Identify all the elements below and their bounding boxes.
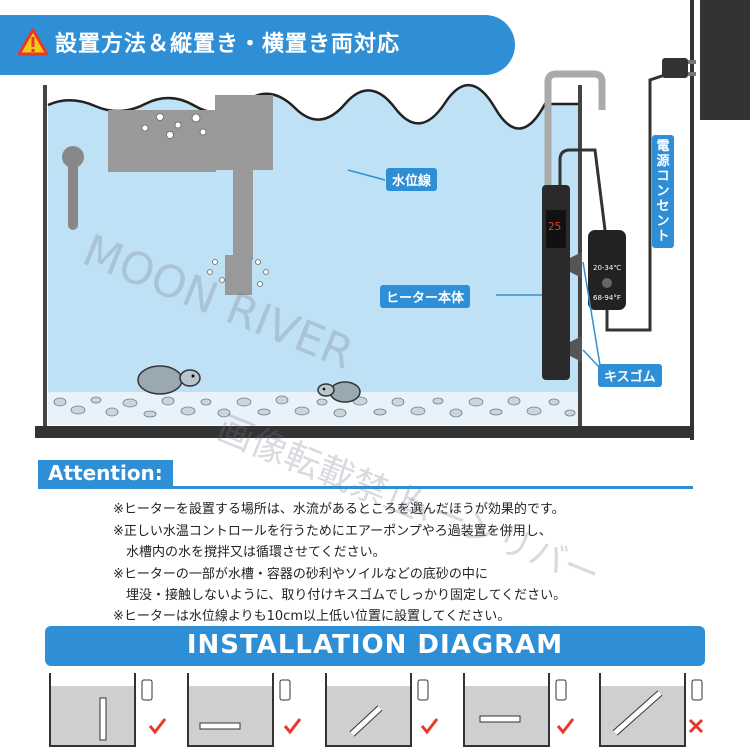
aquarium-diagram: 25 20-34℃ 68-94°F (35, 0, 750, 440)
tank-stand (35, 426, 692, 438)
svg-text:25: 25 (548, 220, 561, 233)
attention-title: Attention: (48, 461, 163, 485)
note-3: 水槽内の水を撹拌又は循環させてください。 (113, 545, 386, 560)
ng-cross-icon (688, 718, 704, 734)
suction-cup-upper (570, 252, 582, 278)
svg-text:20-34℃: 20-34℃ (593, 264, 621, 272)
attention-banner (38, 460, 173, 488)
step-4-horizontal (463, 673, 575, 747)
note-5: 埋没・接触しないように、取り付けキスゴムでしっかり固定してください。 (113, 588, 567, 603)
thermometer (68, 160, 78, 230)
heater-body-label: ヒーター本体 (380, 285, 471, 308)
step-2-horizontal (187, 673, 302, 747)
water-line-label: 水位線 (386, 168, 438, 191)
plug-icon (662, 58, 688, 78)
suction-cup-label: キスゴム (598, 364, 662, 387)
note-6: ※ヒーターは水位線よりも10cm以上低い位置に設置してください。 (113, 609, 511, 624)
step-1-vertical (49, 673, 167, 747)
ok-check-icon (556, 718, 575, 735)
note-4: ※ヒーターの一部が水槽・容器の砂利やソイルなどの底砂の中に (113, 567, 488, 582)
warning-icon (18, 28, 48, 56)
wall-block (700, 0, 750, 120)
note-2: ※正しい水温コントロールを行うためにエアーポンプやろ過装置を併用し、 (113, 524, 552, 539)
page-title: 設置方法＆縦置き・横置き両対応 (55, 32, 401, 57)
svg-text:68-94°F: 68-94°F (593, 294, 621, 302)
gravel (53, 395, 576, 418)
step-3-diagonal (325, 673, 439, 747)
suction-cup-lower (570, 336, 582, 362)
installation-title: INSTALLATION DIAGRAM (186, 630, 564, 660)
water-line (47, 83, 578, 130)
turtle-large (137, 365, 201, 395)
installation-banner (45, 626, 705, 666)
turtle-small (317, 381, 361, 403)
step-5-incorrect (599, 673, 704, 747)
power-outlet-label: 電源コンセント (652, 135, 674, 248)
ok-check-icon (283, 718, 302, 735)
ok-check-icon (420, 718, 439, 735)
set-button-icon (602, 278, 612, 288)
controller (588, 230, 626, 310)
ok-check-icon (148, 718, 167, 735)
installation-steps (49, 673, 704, 747)
header-banner (0, 15, 515, 75)
attention-divider (38, 486, 693, 489)
note-1: ※ヒーターを設置する場所は、水流があるところを選んだほうが効果的です。 (113, 502, 565, 517)
